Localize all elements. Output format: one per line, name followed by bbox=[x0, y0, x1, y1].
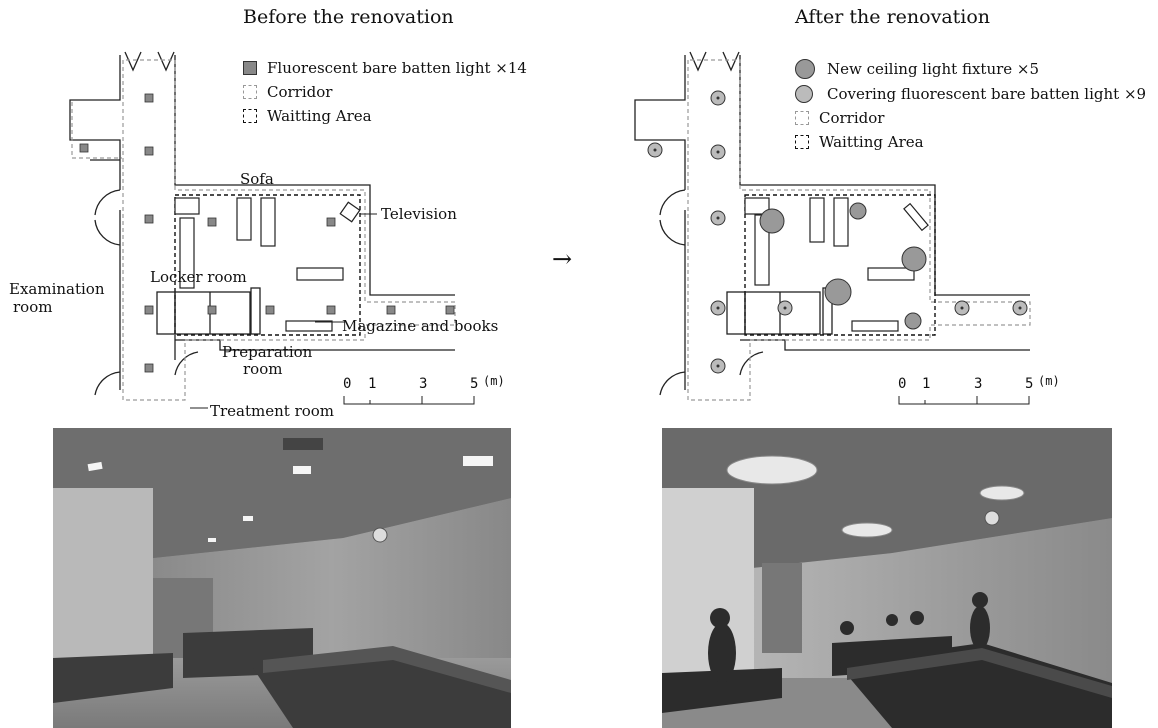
legend-corridor: Corridor bbox=[267, 83, 333, 101]
before-photo bbox=[53, 428, 511, 728]
sofa bbox=[179, 217, 195, 289]
door bbox=[174, 351, 199, 376]
door bbox=[94, 189, 121, 216]
legend-covering-light: Covering fluorescent bare batten light ×… bbox=[827, 84, 1147, 103]
new-ceiling-light-icon bbox=[795, 58, 815, 79]
examination-room-label: room bbox=[13, 298, 53, 316]
magazine-shelf bbox=[851, 320, 899, 332]
new-ceiling-light-fixture bbox=[726, 455, 818, 485]
preparation-label: Preparation bbox=[222, 343, 313, 361]
scale-tick-0: 0 bbox=[343, 376, 352, 392]
sofa-label: Sofa bbox=[240, 170, 274, 188]
waiting-swatch-icon bbox=[243, 109, 257, 123]
waiting-area-outline bbox=[174, 194, 361, 336]
after-legend: New ceiling light fixture ×5 Covering fl… bbox=[795, 56, 1146, 154]
scale-tick-1: 1 bbox=[922, 376, 931, 392]
wall bbox=[174, 55, 455, 296]
legend-new-light: New ceiling light fixture ×5 bbox=[827, 59, 1040, 78]
cabinet bbox=[744, 197, 770, 215]
before-floor-plan bbox=[69, 51, 456, 409]
sofa bbox=[833, 197, 849, 247]
wall bbox=[634, 55, 686, 190]
corridor-swatch-icon bbox=[795, 111, 809, 125]
scale-tick-0: 0 bbox=[898, 376, 907, 392]
sofa bbox=[260, 197, 276, 247]
door bbox=[94, 219, 121, 246]
waiting-swatch-icon bbox=[795, 135, 809, 149]
covering-light-icon bbox=[795, 84, 813, 103]
magazine-label: Magazine and books bbox=[342, 317, 499, 335]
examination-label: Examination bbox=[9, 280, 105, 298]
scale-tick-5: 5 bbox=[1025, 376, 1034, 392]
cabinet bbox=[174, 197, 200, 215]
wall bbox=[740, 339, 1030, 351]
scale-bar bbox=[898, 396, 1030, 405]
television-shape bbox=[339, 201, 361, 223]
sofa bbox=[809, 197, 825, 243]
sofa bbox=[236, 197, 252, 241]
fluorescent-lights bbox=[79, 93, 455, 373]
wall bbox=[175, 339, 455, 351]
after-photo bbox=[662, 428, 1112, 728]
wall bbox=[69, 55, 121, 190]
legend-fluorescent: Fluorescent bare batten light ×14 bbox=[267, 59, 527, 77]
sofa bbox=[296, 267, 344, 281]
preparation-room-label: room bbox=[243, 360, 283, 378]
transition-arrow: → bbox=[552, 245, 573, 273]
waiting-area-outline bbox=[744, 194, 936, 336]
corridor-outline bbox=[687, 59, 1031, 401]
scale-tick-3: 3 bbox=[974, 376, 983, 392]
door-top bbox=[124, 51, 142, 72]
television-shape bbox=[903, 202, 929, 232]
legend-corridor: Corridor bbox=[819, 109, 885, 127]
scale-tick-3: 3 bbox=[419, 376, 428, 392]
scale-tick-1: 1 bbox=[368, 376, 377, 392]
covering-light-dots bbox=[653, 96, 1022, 368]
scale-bar bbox=[343, 396, 475, 405]
legend-waiting: Waitting Area bbox=[819, 133, 924, 151]
corridor-swatch-icon bbox=[243, 85, 257, 99]
scale-unit: (m) bbox=[1038, 374, 1060, 388]
treatment-room-label: Treatment room bbox=[210, 402, 335, 420]
door bbox=[94, 371, 121, 396]
television-label: Television bbox=[381, 205, 457, 223]
after-floor-plan bbox=[634, 51, 1031, 401]
scale-unit: (m) bbox=[483, 374, 505, 388]
locker-room-label: Locker room bbox=[150, 268, 247, 286]
wall bbox=[739, 55, 1030, 296]
scale-tick-5: 5 bbox=[470, 376, 479, 392]
new-ceiling-lights bbox=[759, 202, 927, 330]
before-title: Before the renovation bbox=[243, 6, 454, 28]
ceiling-vent bbox=[283, 438, 323, 450]
bench bbox=[53, 653, 173, 703]
sofa bbox=[867, 267, 915, 281]
fluorescent-light-icon bbox=[243, 61, 257, 75]
magazine-shelf bbox=[285, 320, 333, 332]
legend-waiting: Waitting Area bbox=[267, 107, 372, 125]
before-legend: Fluorescent bare batten light ×14 Corrid… bbox=[243, 56, 527, 128]
after-title: After the renovation bbox=[795, 6, 991, 28]
corridor-outline bbox=[122, 59, 456, 401]
